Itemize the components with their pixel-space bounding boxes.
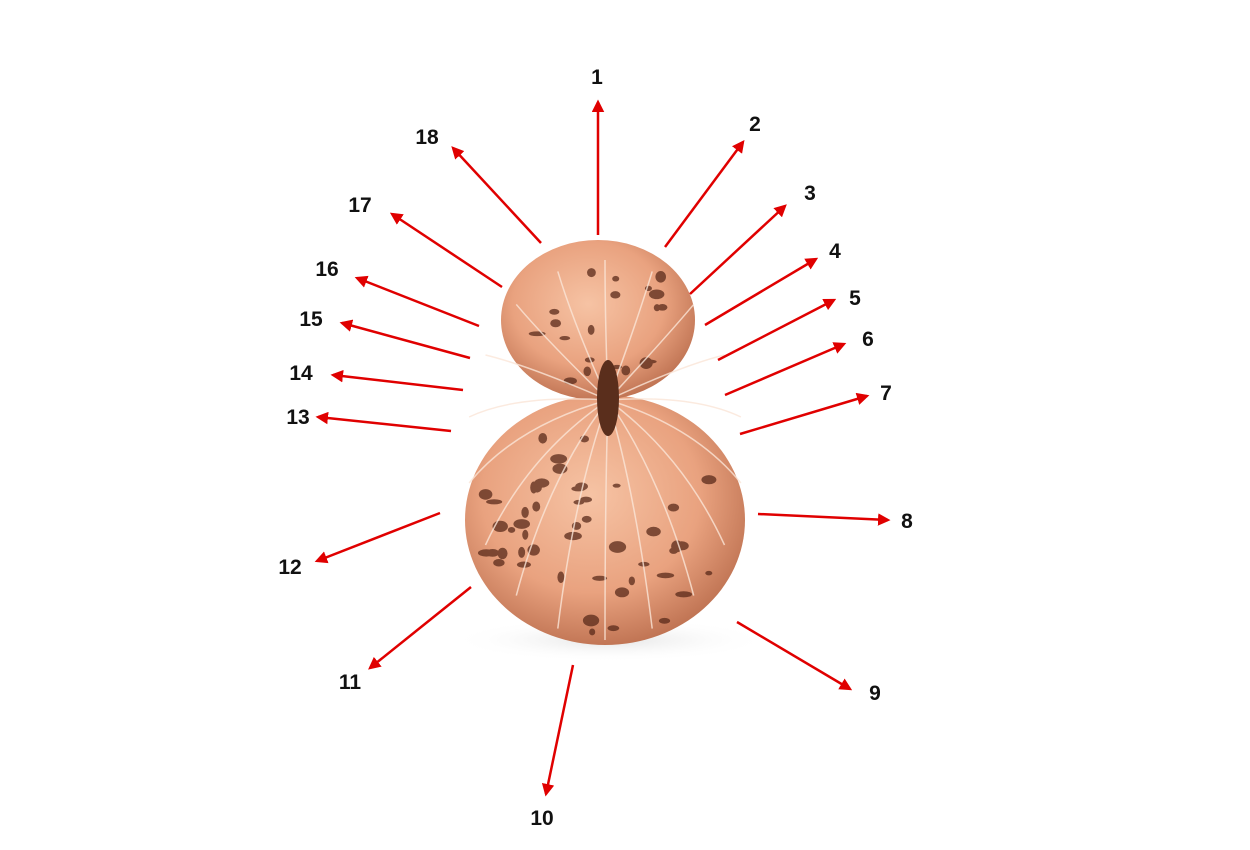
arrow-line	[330, 369, 464, 392]
arrow-label: 10	[530, 807, 553, 830]
arrow-3: 3	[689, 182, 816, 295]
arrow-line	[354, 275, 480, 328]
arrow-line	[315, 411, 452, 433]
arrow-2: 2	[663, 113, 761, 248]
arrow-line	[717, 298, 837, 362]
arrow-14: 14	[289, 362, 464, 392]
arrow-label: 18	[415, 126, 439, 149]
arrow-line	[704, 257, 819, 327]
arrow-label: 14	[289, 362, 313, 385]
arrow-label: 9	[869, 682, 881, 705]
arrow-label: 13	[286, 406, 309, 429]
arrow-label: 2	[749, 113, 761, 136]
arrow-line	[724, 342, 847, 397]
arrow-1: 1	[591, 66, 605, 235]
arrow-label: 11	[339, 671, 362, 694]
arrow-line	[663, 139, 745, 248]
arrow-15: 15	[299, 308, 471, 360]
arrow-line	[451, 146, 542, 244]
arrow-5: 5	[717, 287, 861, 362]
arrow-12: 12	[278, 511, 441, 579]
arrow-line	[541, 664, 575, 797]
arrow-line	[339, 319, 471, 360]
arrow-9: 9	[736, 620, 881, 705]
arrow-label: 1	[591, 66, 603, 89]
rudraksha-bead	[465, 240, 745, 645]
arrow-label: 15	[299, 308, 323, 331]
arrow-label: 12	[278, 556, 301, 579]
arrow-line	[739, 392, 870, 436]
arrow-line	[368, 586, 472, 670]
arrow-label: 16	[315, 258, 338, 281]
arrow-label: 4	[829, 240, 841, 263]
arrow-11: 11	[339, 586, 472, 694]
arrow-line	[736, 620, 853, 691]
arrow-line	[757, 512, 891, 526]
arrow-10: 10	[530, 664, 575, 830]
arrow-label: 6	[862, 328, 874, 351]
arrow-13: 13	[286, 406, 452, 433]
arrow-line	[389, 212, 503, 289]
arrow-label: 17	[348, 194, 371, 217]
arrow-16: 16	[315, 258, 480, 328]
arrow-18: 18	[415, 126, 542, 244]
arrow-7: 7	[739, 382, 892, 436]
arrow-label: 7	[880, 382, 892, 405]
arrow-label: 5	[849, 287, 861, 310]
arrow-17: 17	[348, 194, 503, 289]
arrow-line	[314, 511, 441, 564]
arrow-line	[689, 204, 787, 295]
arrow-6: 6	[724, 328, 874, 397]
arrow-8: 8	[757, 510, 913, 533]
arrow-4: 4	[704, 240, 841, 327]
arrow-label: 8	[901, 510, 913, 533]
arrow-label: 3	[804, 182, 816, 205]
